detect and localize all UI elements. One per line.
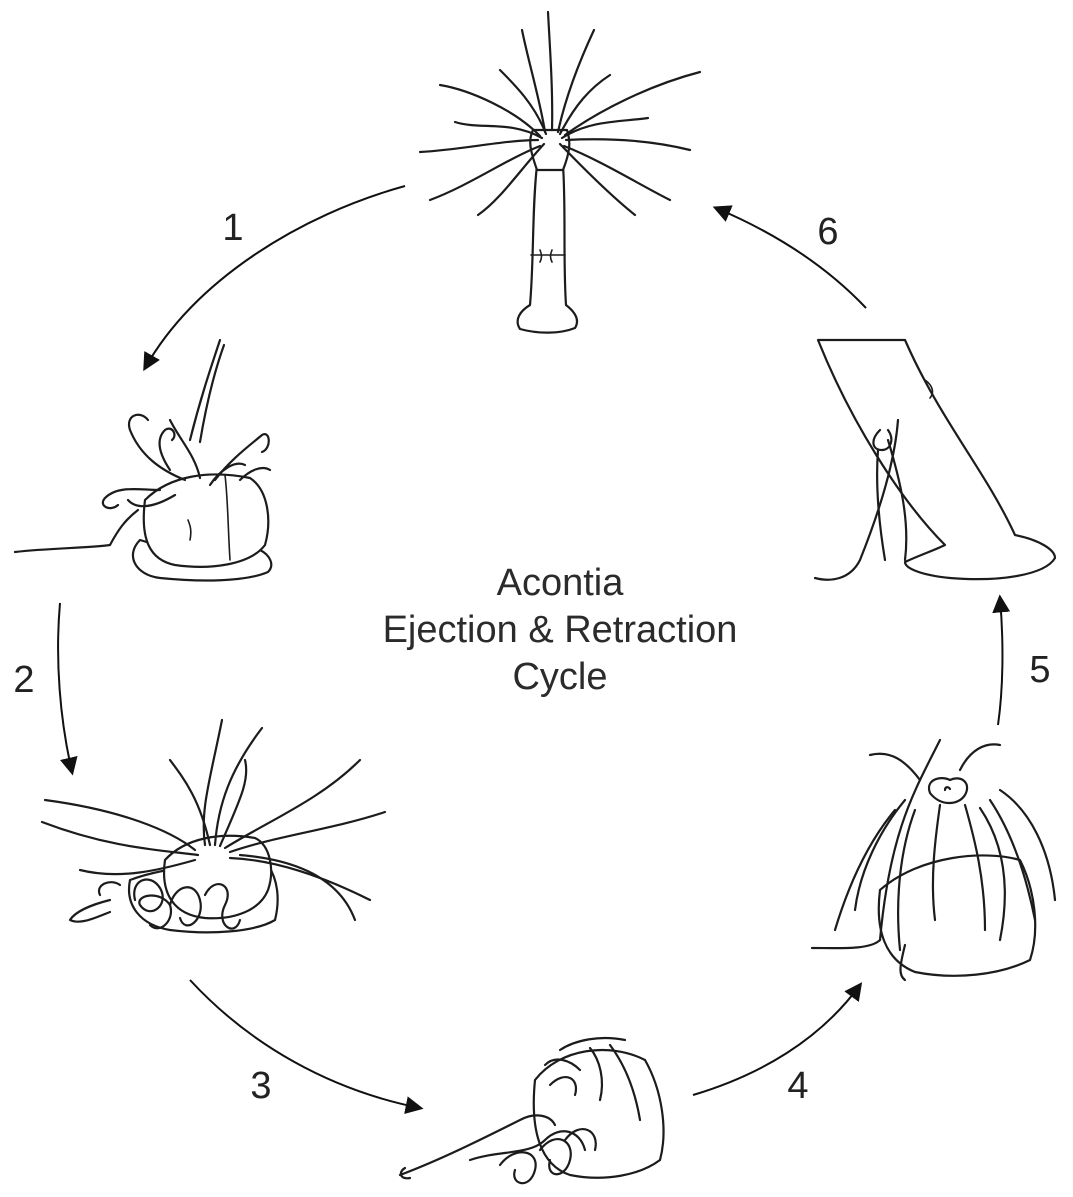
step-label-1: 1: [213, 208, 253, 248]
arrow-4: [693, 985, 860, 1095]
arrow-2: [58, 603, 72, 772]
anemone-extended-icon: [420, 12, 700, 333]
step-label-6: 6: [808, 212, 848, 252]
anemone-acontia-ejecting-icon: [42, 720, 385, 932]
step-label-4: 4: [778, 1066, 818, 1106]
anemone-acontia-retracting-icon: [812, 740, 1055, 980]
anemone-acontia-expelled-icon: [400, 1038, 664, 1183]
arrow-5: [998, 598, 1002, 725]
arrow-3: [190, 980, 420, 1108]
step-label-2: 2: [4, 660, 44, 700]
title-line-2: Ejection & Retraction: [320, 607, 800, 654]
diagram-title: Acontia Ejection & Retraction Cycle: [320, 560, 800, 701]
title-line-3: Cycle: [320, 654, 800, 701]
anemone-column-detail-icon: [815, 340, 1055, 580]
step-label-3: 3: [241, 1066, 281, 1106]
step-label-5: 5: [1020, 650, 1060, 690]
title-line-1: Acontia: [320, 560, 800, 607]
arrow-1: [145, 186, 405, 368]
anemone-contracting-icon: [15, 340, 271, 580]
